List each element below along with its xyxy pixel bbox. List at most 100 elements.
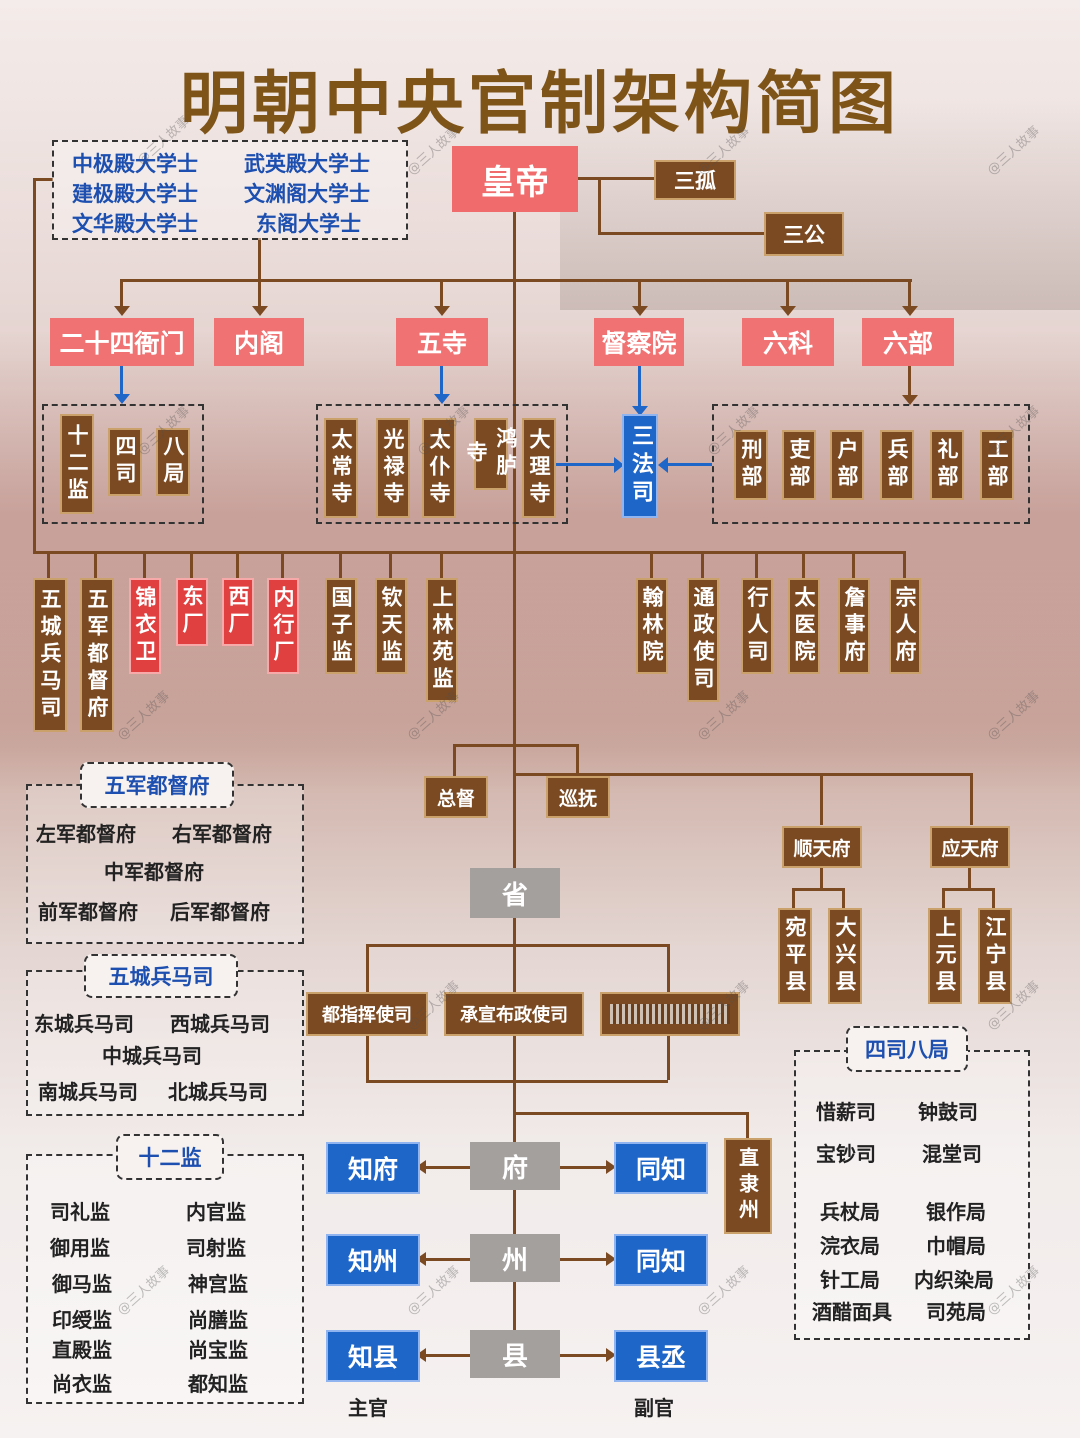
five-armies-header: 五军都督府 xyxy=(80,762,234,808)
county-item: 宛平县 xyxy=(778,908,812,1004)
tier1-node: 二十四衙门 xyxy=(50,318,194,366)
si-item: 钟鼓司 xyxy=(918,1100,978,1124)
page-title: 明朝中央官制架构简图 xyxy=(179,65,900,144)
jian-item: 都知监 xyxy=(188,1372,248,1396)
ju-item: 酒醋面具 xyxy=(812,1300,892,1324)
si-item: 混堂司 xyxy=(922,1142,982,1166)
jian-item: 尚衣监 xyxy=(52,1372,112,1396)
jian-item: 印绶监 xyxy=(52,1308,112,1332)
censored-office xyxy=(600,992,740,1036)
local-deputy: 县丞 xyxy=(614,1330,708,1382)
secretary-item: 建极殿大学士 xyxy=(72,182,198,206)
agency-item: 宗人府 xyxy=(889,578,921,674)
tier1-node: 五寺 xyxy=(396,318,488,366)
agency-item: 太医院 xyxy=(788,578,820,674)
jian-item: 司礼监 xyxy=(50,1200,110,1224)
tier1-node: 六科 xyxy=(742,318,834,366)
twelve-jian-group xyxy=(26,1154,304,1404)
ju-item: 银作局 xyxy=(926,1200,986,1224)
yamen-24-item: 八局 xyxy=(156,428,190,496)
ju-item: 兵杖局 xyxy=(820,1200,880,1224)
agency-item: 詹事府 xyxy=(838,578,870,674)
secretary-item: 中极殿大学士 xyxy=(72,152,198,176)
jian-item: 御马监 xyxy=(52,1272,112,1296)
palace-roof-backdrop xyxy=(560,100,1080,310)
five-temples-group xyxy=(316,404,568,524)
province-office: 都指挥使司 xyxy=(306,992,428,1036)
ju-item: 内织染局 xyxy=(914,1268,994,1292)
agency-item: 锦衣卫 xyxy=(129,578,161,674)
agency-item: 国子监 xyxy=(325,578,357,674)
local-chief: 知县 xyxy=(326,1330,420,1382)
san-gu-node: 三孤 xyxy=(654,160,736,200)
city-item: 南城兵马司 xyxy=(38,1080,138,1104)
agency-item: 内行厂 xyxy=(267,578,299,674)
temple-item: 太仆寺 xyxy=(422,418,456,518)
local-level: 县 xyxy=(470,1330,560,1378)
emperor-node: 皇帝 xyxy=(452,146,578,212)
local-level: 府 xyxy=(470,1142,560,1190)
agency-item: 钦天监 xyxy=(375,578,407,674)
palace-wall-backdrop xyxy=(0,330,1080,790)
agency-item: 东厂 xyxy=(176,578,208,646)
six-ministries-group xyxy=(712,404,1030,524)
agency-item: 行人司 xyxy=(741,578,773,674)
city-item: 中城兵马司 xyxy=(102,1044,202,1068)
county-item: 上元县 xyxy=(928,908,962,1004)
county-item: 大兴县 xyxy=(828,908,862,1004)
city-item: 东城兵马司 xyxy=(34,1012,134,1036)
mosaic-blur-icon xyxy=(610,1004,730,1024)
si-si-ba-ju-group xyxy=(794,1050,1030,1340)
ministry-item: 礼部 xyxy=(930,430,964,500)
ju-item: 巾帽局 xyxy=(926,1234,986,1258)
tier1-node: 六部 xyxy=(862,318,954,366)
sheng-node: 省 xyxy=(470,868,560,918)
zongdu-node: 总督 xyxy=(424,776,488,818)
caption-deputy: 副官 xyxy=(634,1396,674,1420)
jian-item: 御用监 xyxy=(50,1236,110,1260)
local-deputy: 同知 xyxy=(614,1234,708,1286)
ju-item: 司苑局 xyxy=(926,1300,986,1324)
shuntian-node: 顺天府 xyxy=(782,826,862,868)
army-item: 后军都督府 xyxy=(170,900,270,924)
yamen-24-group xyxy=(42,404,204,524)
army-item: 左军都督府 xyxy=(36,822,136,846)
city-item: 北城兵马司 xyxy=(168,1080,268,1104)
agency-item: 通政使司 xyxy=(687,578,719,702)
army-item: 右军都督府 xyxy=(172,822,272,846)
jian-item: 直殿监 xyxy=(52,1338,112,1362)
si-item: 宝钞司 xyxy=(816,1142,876,1166)
jian-item: 尚膳监 xyxy=(188,1308,248,1332)
five-armies-group xyxy=(26,784,304,944)
san-gong-node: 三公 xyxy=(764,212,844,256)
ju-item: 针工局 xyxy=(820,1268,880,1292)
grand-secretaries-group xyxy=(52,140,408,240)
tier1-node: 督察院 xyxy=(594,318,684,366)
jian-item: 司射监 xyxy=(186,1236,246,1260)
yamen-24-item: 四司 xyxy=(108,428,142,496)
jian-item: 神宫监 xyxy=(188,1272,248,1296)
ju-item: 浣衣局 xyxy=(820,1234,880,1258)
agency-item: 翰林院 xyxy=(636,578,668,674)
temple-item: 鸿胪寺 xyxy=(464,418,518,490)
agency-item: 五军都督府 xyxy=(80,578,114,732)
si-item: 惜薪司 xyxy=(816,1100,876,1124)
ministry-item: 刑部 xyxy=(734,430,768,500)
army-item: 前军都督府 xyxy=(38,900,138,924)
local-level: 州 xyxy=(470,1234,560,1282)
secretary-item: 文华殿大学士 xyxy=(72,212,198,236)
zhili-zhou-node: 直隶州 xyxy=(724,1138,772,1234)
agency-item: 五城兵马司 xyxy=(33,578,67,732)
ministry-item: 工部 xyxy=(980,430,1014,500)
twelve-jian-header: 十二监 xyxy=(116,1134,224,1180)
caption-chief: 主官 xyxy=(348,1396,388,1420)
agency-item: 上林苑监 xyxy=(426,578,458,702)
local-chief: 知州 xyxy=(326,1234,420,1286)
local-deputy: 同知 xyxy=(614,1142,708,1194)
five-cities-header: 五城兵马司 xyxy=(84,954,238,998)
ministry-item: 户部 xyxy=(830,430,864,500)
secretary-item: 武英殿大学士 xyxy=(244,152,370,176)
secretary-item: 东阁大学士 xyxy=(256,212,361,236)
jian-item: 内官监 xyxy=(186,1200,246,1224)
county-item: 江宁县 xyxy=(978,908,1012,1004)
